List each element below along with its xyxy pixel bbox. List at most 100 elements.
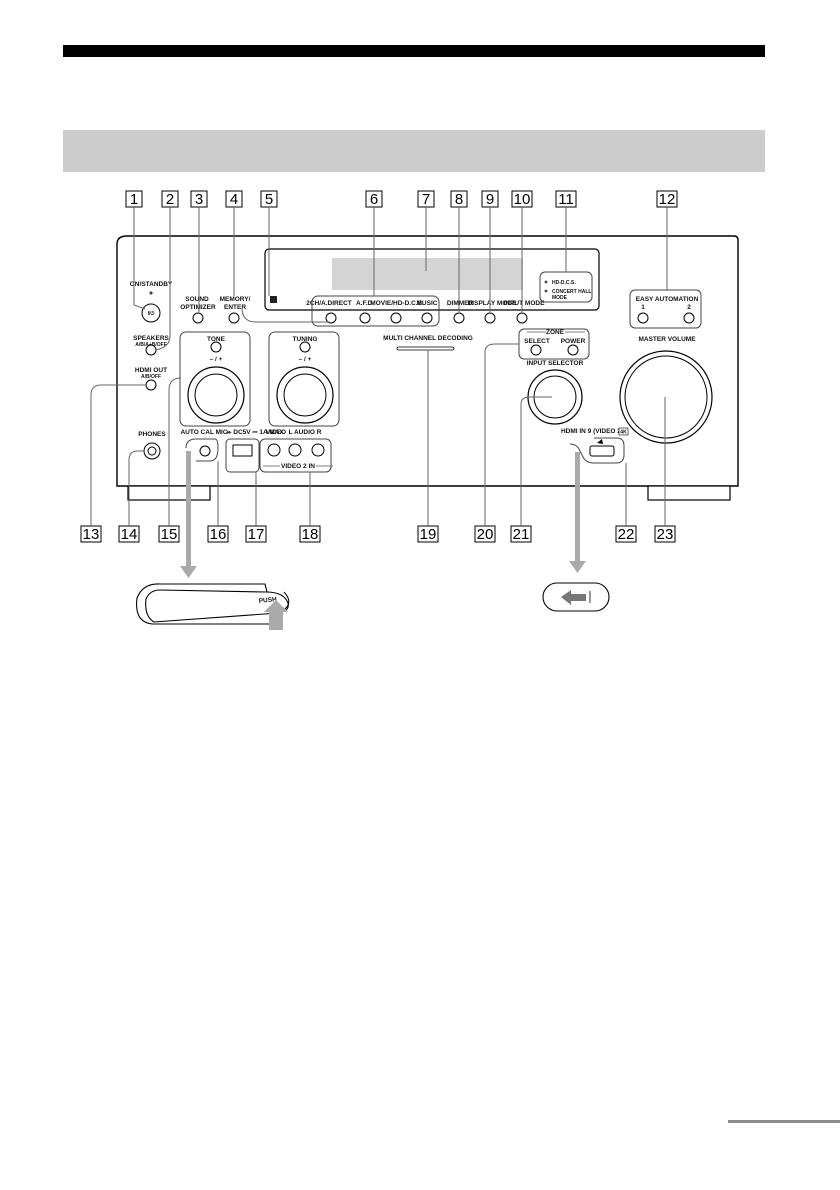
on-standby-button[interactable]: ON/STANDBY I/⏻	[130, 281, 173, 323]
svg-text:ZONE: ZONE	[546, 329, 565, 336]
svg-text:CONCERT HALL: CONCERT HALL	[552, 289, 591, 295]
down-arrow-left	[180, 451, 197, 578]
svg-text:MODE: MODE	[552, 295, 568, 301]
callout-9: 9	[481, 190, 499, 208]
callout-22: 22	[615, 525, 637, 543]
master-volume-knob[interactable]: MASTER VOLUME	[619, 336, 713, 444]
svg-text:1: 1	[130, 191, 138, 208]
easy-automation-1-button[interactable]	[637, 312, 649, 324]
svg-text:5: 5	[265, 191, 273, 208]
svg-text:14: 14	[121, 526, 138, 543]
svg-text:1: 1	[641, 304, 645, 311]
svg-text:19: 19	[420, 526, 437, 543]
svg-text:A/B/OFF: A/B/OFF	[141, 374, 161, 380]
svg-text:4: 4	[230, 191, 238, 208]
afd-button[interactable]	[359, 312, 371, 324]
easy-automation-2-button[interactable]	[683, 312, 695, 324]
callout-14: 14	[118, 525, 140, 543]
tone-control[interactable]: TONE – / +	[187, 336, 245, 424]
svg-text:SPEAKERS: SPEAKERS	[133, 335, 169, 342]
svg-text:MASTER VOLUME: MASTER VOLUME	[638, 336, 696, 343]
svg-text:A.F.D.: A.F.D.	[356, 300, 374, 307]
callout-6: 6	[365, 190, 383, 208]
svg-text:11: 11	[558, 191, 574, 208]
svg-text:MEMORY/: MEMORY/	[220, 296, 251, 303]
mode-indicators: HD-D.C.S. CONCERT HALL MODE	[544, 280, 591, 301]
svg-text:HD-D.C.S.: HD-D.C.S.	[552, 280, 576, 286]
display-mode-button[interactable]: DISPLAY MODE	[468, 300, 517, 324]
zone-select-button[interactable]	[530, 344, 542, 356]
svg-text:DISPLAY MODE: DISPLAY MODE	[468, 300, 517, 307]
svg-text:9: 9	[486, 191, 494, 208]
usb-port[interactable]: ⬰ DC5V ⎓ 1A MAX	[226, 429, 284, 457]
down-arrow-right	[569, 452, 586, 573]
svg-text:2: 2	[687, 304, 691, 311]
svg-text:MOVIE/HD-D.C.S.: MOVIE/HD-D.C.S.	[370, 300, 424, 307]
svg-text:ENTER: ENTER	[224, 304, 246, 311]
right-foot	[647, 485, 731, 501]
movie-button[interactable]	[390, 312, 402, 324]
callout-23: 23	[654, 525, 676, 543]
hdmi-out-button[interactable]: HDMI OUT A/B/OFF	[135, 367, 167, 391]
callout-8: 8	[450, 190, 468, 208]
svg-text:8: 8	[455, 191, 463, 208]
svg-text:22: 22	[618, 526, 635, 543]
callout-3: 3	[190, 190, 208, 208]
leader-lines	[90, 207, 668, 526]
svg-text:4K: 4K	[620, 430, 627, 436]
dimmer-button[interactable]: DIMMER	[447, 300, 474, 324]
svg-text:20: 20	[477, 526, 494, 543]
callout-21: 21	[510, 525, 532, 543]
music-button[interactable]	[421, 312, 433, 324]
svg-text:7: 7	[422, 191, 430, 208]
input-selector-knob[interactable]: INPUT SELECTOR	[527, 360, 584, 425]
callout-7: 7	[417, 190, 435, 208]
svg-text:PUSH: PUSH	[258, 596, 277, 605]
svg-text:23: 23	[657, 526, 674, 543]
svg-text:HDMI OUT: HDMI OUT	[135, 367, 167, 374]
sound-field-label-afd: A.F.D.	[356, 300, 374, 307]
svg-text:MUSIC: MUSIC	[417, 300, 438, 307]
svg-text:HDMI IN 9 (VIDEO 2): HDMI IN 9 (VIDEO 2)	[561, 428, 623, 435]
callout-16: 16	[207, 525, 229, 543]
zone-group: ZONE SELECT POWER	[524, 329, 585, 345]
zone-power-button[interactable]	[567, 344, 579, 356]
svg-text:PHONES: PHONES	[138, 431, 166, 438]
callout-1: 1	[125, 190, 143, 208]
svg-text:ON/STANDBY: ON/STANDBY	[130, 281, 173, 288]
continued-rule	[728, 1120, 840, 1123]
memory-enter-button[interactable]: MEMORY/ ENTER	[220, 296, 251, 324]
svg-text:OPTIMIZER: OPTIMIZER	[180, 304, 216, 311]
remote-sensor	[270, 296, 277, 303]
svg-text:VIDEO: VIDEO	[266, 429, 286, 436]
multi-channel-decoding-indicator: MULTI CHANNEL DECODING	[383, 335, 473, 351]
svg-text:⬰ DC5V ⎓ 1A MAX: ⬰ DC5V ⎓ 1A MAX	[226, 429, 284, 436]
svg-text:21: 21	[513, 526, 530, 543]
sound-field-label-2ch: 2CH/A.DIRECT	[306, 300, 352, 307]
sound-optimizer-button[interactable]: SOUND OPTIMIZER	[180, 296, 216, 324]
callout-5: 5	[260, 190, 278, 208]
sound-field-label-movie: MOVIE/HD-D.C.S.	[370, 300, 424, 307]
svg-text:SOUND: SOUND	[185, 296, 209, 303]
auto-cal-mic-jack[interactable]: AUTO CAL MIC	[180, 429, 228, 457]
svg-text:13: 13	[83, 526, 100, 543]
input-mode-button[interactable]: INPUT MODE	[504, 300, 545, 324]
easy-automation-group: EASY AUTOMATION 1 2	[636, 296, 699, 311]
hdmi-in-port[interactable]: HDMI IN 9 (VIDEO 2) 4K	[561, 427, 629, 457]
2ch-adirect-button[interactable]	[325, 312, 337, 324]
svg-text:L AUDIO R: L AUDIO R	[289, 429, 322, 436]
svg-text:INPUT SELECTOR: INPUT SELECTOR	[527, 360, 584, 367]
callout-18: 18	[299, 525, 321, 543]
svg-text:10: 10	[514, 191, 531, 208]
svg-text:12: 12	[659, 191, 676, 208]
svg-text:6: 6	[370, 191, 378, 208]
svg-text:3: 3	[195, 191, 203, 208]
svg-text:SELECT: SELECT	[524, 338, 550, 345]
svg-text:TUNING: TUNING	[293, 336, 318, 343]
tuning-control[interactable]: TUNING – / +	[276, 336, 334, 424]
section-heading-band	[63, 130, 765, 172]
video-2-in-jacks[interactable]: VIDEO L AUDIO R VIDEO 2 IN	[263, 429, 333, 470]
svg-text:– / +: – / +	[299, 356, 312, 363]
svg-text:EASY AUTOMATION: EASY AUTOMATION	[636, 296, 699, 303]
